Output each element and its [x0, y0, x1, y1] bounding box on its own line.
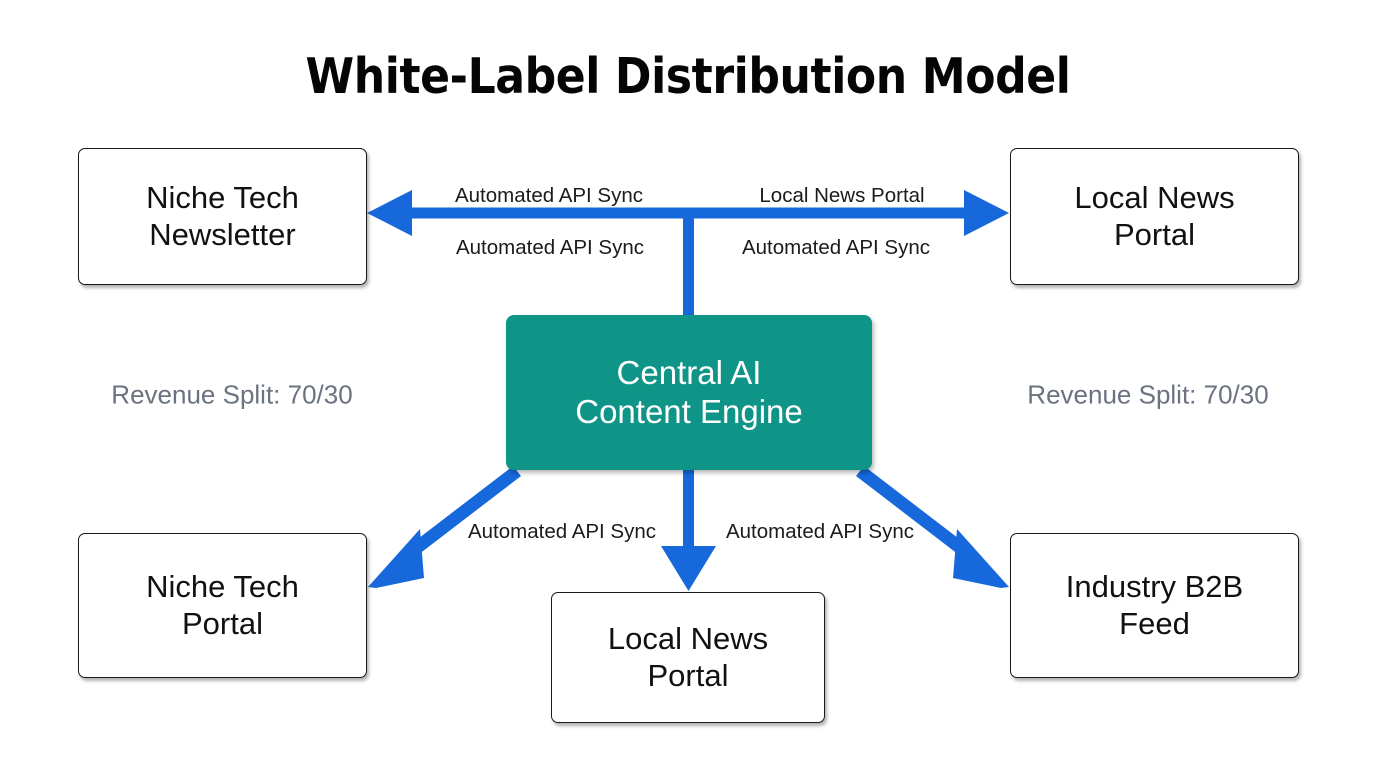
edge-label-bottom-right: Automated API Sync [725, 520, 915, 543]
arrowhead-to-niche-tech-newsletter [367, 190, 412, 236]
edge-label-bottom-left: Automated API Sync [467, 520, 657, 543]
arrowhead-to-niche-tech-portal [368, 529, 424, 588]
arrowhead-to-local-news-portal-top [964, 190, 1009, 236]
annotation-revenue-split-right: Revenue Split: 70/30 [1027, 379, 1269, 410]
edge-label-top-right-below: Automated API Sync [741, 236, 931, 259]
arrowhead-to-local-news-portal-bottom [661, 546, 716, 591]
edge-bus-right-segment [688, 207, 970, 219]
edge-central-to-niche-tech-portal [406, 466, 521, 558]
edge-label-top-left-above: Automated API Sync [454, 184, 644, 207]
page-title: White-Label Distribution Model [305, 48, 1071, 105]
edge-central-to-industry-b2b-feed [856, 466, 971, 558]
edge-central-to-bottom-center [683, 470, 694, 558]
edge-label-top-left-below: Automated API Sync [455, 236, 645, 259]
edge-central-to-top-bus [683, 213, 694, 316]
edge-label-top-right-above: Local News Portal [759, 184, 925, 207]
arrowhead-to-industry-b2b-feed [953, 529, 1009, 588]
edge-bus-left-segment [406, 207, 689, 219]
annotation-revenue-split-left: Revenue Split: 70/30 [111, 379, 353, 410]
